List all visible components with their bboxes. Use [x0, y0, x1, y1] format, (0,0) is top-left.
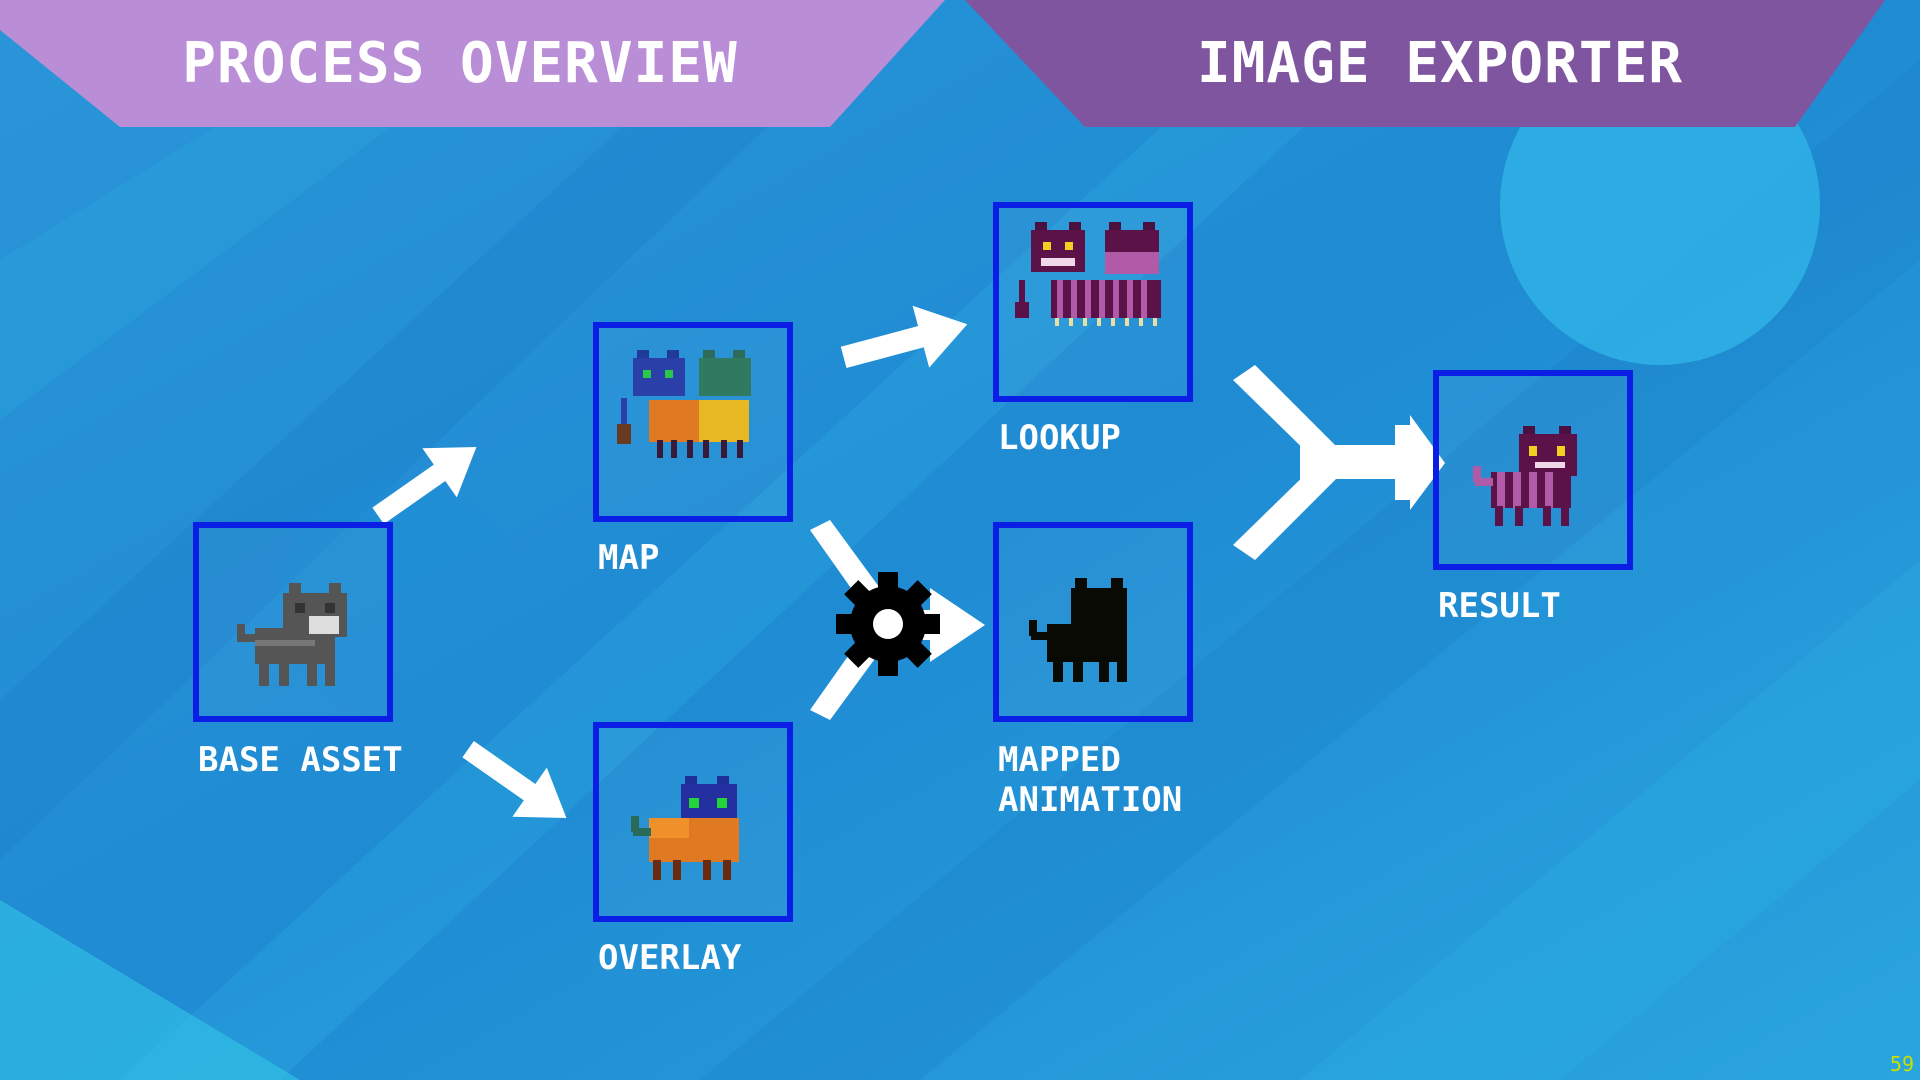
- fps-counter: 59: [1889, 1052, 1914, 1076]
- map-label: MAP: [598, 538, 660, 578]
- overlay-sprite: [631, 776, 739, 880]
- mapped-animation-node[interactable]: [993, 522, 1193, 722]
- overlay-node[interactable]: [593, 722, 793, 922]
- result-label: RESULT: [1438, 586, 1561, 626]
- overlay-label: OVERLAY: [598, 938, 742, 978]
- mapped-animation-label-line1: MAPPED: [998, 740, 1121, 780]
- base-asset-node[interactable]: [193, 522, 393, 722]
- gray-cat-sprite: [237, 583, 347, 686]
- mapped-animation-label: MAPPED ANIMATION: [998, 740, 1182, 820]
- mapped-animation-label-line2: ANIMATION: [998, 780, 1183, 820]
- black-cat-sprite: [1029, 578, 1127, 682]
- purple-cat-sprite: [1473, 426, 1577, 526]
- base-asset-label: BASE ASSET: [198, 740, 403, 780]
- process-overview-tab[interactable]: PROCESS OVERVIEW: [182, 31, 738, 96]
- lookup-sprite: [1015, 222, 1161, 326]
- image-exporter-tab[interactable]: IMAGE EXPORTER: [1196, 31, 1683, 96]
- map-sprite: [617, 350, 751, 458]
- right-tab-shape: [965, 0, 1885, 127]
- lookup-label: LOOKUP: [998, 418, 1121, 458]
- left-tab-shape: [0, 0, 945, 127]
- map-node[interactable]: [593, 322, 793, 522]
- lookup-node[interactable]: [993, 202, 1193, 402]
- result-node[interactable]: [1433, 370, 1633, 570]
